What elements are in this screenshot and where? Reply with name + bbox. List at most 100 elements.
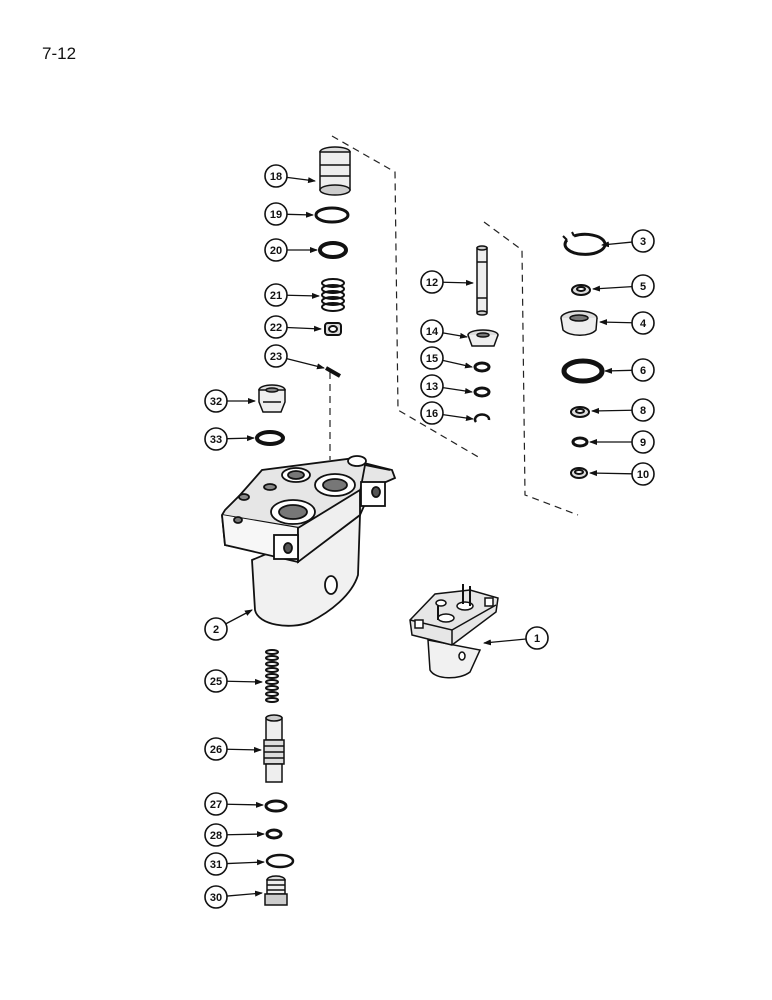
callout-leaders [225, 176, 633, 897]
callout-number: 27 [210, 799, 222, 811]
callout-circle [420, 374, 444, 398]
callout-23-pin: 23 [264, 344, 288, 368]
callout-25-spring: 25 [204, 669, 228, 693]
callout-18-sleeve: 18 [264, 164, 288, 188]
callout-number: 15 [426, 353, 438, 365]
seat-part [467, 329, 499, 347]
callout-circle [204, 737, 228, 761]
callout-32-plug: 32 [204, 389, 228, 413]
o-ring-part [265, 828, 283, 840]
leader-arrow-10 [589, 470, 633, 477]
leader-arrow-19 [286, 211, 314, 218]
leader-arrow-30 [226, 890, 263, 897]
leader-arrow-28 [226, 831, 265, 838]
plug-part [258, 384, 286, 413]
callout-30-plug: 30 [204, 885, 228, 909]
callout-circle [420, 319, 444, 343]
alignment-line-left [329, 135, 481, 460]
callout-21-spring: 21 [264, 283, 288, 307]
callout-circle [204, 617, 228, 641]
callout-4-retainer: 4 [631, 311, 655, 335]
callout-circle [420, 270, 444, 294]
callout-circle [204, 852, 228, 876]
callout-9-seal: 9 [631, 430, 655, 454]
callout-6-o-ring: 6 [631, 358, 655, 382]
callout-28-o-ring: 28 [204, 823, 228, 847]
shaft-part [476, 245, 488, 316]
leader-arrow-26 [226, 746, 262, 753]
callout-number: 20 [270, 245, 282, 257]
spring-part [265, 649, 279, 703]
callout-circle [204, 669, 228, 693]
callout-5-washer: 5 [631, 274, 655, 298]
leader-arrow-14 [442, 332, 468, 339]
callout-number: 6 [640, 365, 646, 377]
callout-number: 28 [210, 830, 222, 842]
callout-circle [631, 430, 655, 454]
callout-circle [631, 274, 655, 298]
sleeve-part [319, 146, 351, 196]
callout-19-ring: 19 [264, 202, 288, 226]
callout-circle [420, 401, 444, 425]
callouts: 1819202122233233225262728313012141513163… [204, 164, 655, 909]
alignment-line-right [483, 221, 579, 516]
callout-10-washer: 10 [631, 462, 655, 486]
callout-circle [204, 823, 228, 847]
leader-arrow-2 [225, 609, 253, 625]
callout-number: 26 [210, 744, 222, 756]
valve-assembly-part [409, 584, 499, 679]
callout-number: 4 [640, 318, 647, 330]
callout-number: 3 [640, 236, 646, 248]
callout-circle [631, 311, 655, 335]
callout-circle [204, 792, 228, 816]
plug-part [264, 875, 288, 906]
leader-arrow-16 [442, 413, 474, 421]
leader-arrow-33 [226, 435, 255, 442]
spool-part [263, 714, 285, 783]
callout-circle [204, 427, 228, 451]
callout-number: 5 [640, 281, 646, 293]
callout-number: 19 [270, 209, 282, 221]
o-ring-part [473, 386, 491, 398]
leader-arrow-6 [604, 367, 633, 374]
callout-number: 8 [640, 405, 646, 417]
leader-arrow-23 [286, 358, 325, 370]
o-ring-part [561, 358, 605, 384]
callout-31-ring: 31 [204, 852, 228, 876]
callout-circle [264, 344, 288, 368]
pin-part [325, 366, 341, 378]
callout-number: 18 [270, 171, 282, 183]
page-number: 7-12 [42, 44, 77, 63]
callout-circle [264, 202, 288, 226]
callout-15-seal: 15 [420, 346, 444, 370]
leader-arrow-22 [286, 325, 322, 332]
ring-part [265, 853, 295, 869]
callout-13-o-ring: 13 [420, 374, 444, 398]
callout-circle [420, 346, 444, 370]
callout-number: 22 [270, 322, 282, 334]
spring-part [321, 278, 345, 312]
leader-arrow-4 [599, 319, 633, 326]
leader-arrow-31 [226, 859, 265, 866]
callout-number: 13 [426, 381, 438, 393]
leader-arrow-5 [592, 285, 633, 292]
callout-27-washer: 27 [204, 792, 228, 816]
leader-arrow-18 [286, 176, 316, 184]
callout-circle [264, 164, 288, 188]
callout-number: 1 [534, 633, 540, 645]
callout-number: 33 [210, 434, 222, 446]
callout-number: 25 [210, 676, 222, 688]
nut-part [324, 322, 342, 336]
callout-circle [631, 462, 655, 486]
callout-8-washer: 8 [631, 398, 655, 422]
leader-arrow-12 [442, 279, 474, 286]
callout-number: 31 [210, 859, 222, 871]
leader-arrow-8 [591, 407, 633, 414]
leader-arrow-25 [226, 678, 263, 685]
callout-2-valve-body: 2 [204, 617, 228, 641]
callout-16-clip: 16 [420, 401, 444, 425]
ring-part [314, 206, 350, 224]
callout-number: 9 [640, 437, 646, 449]
washer-part [570, 467, 588, 479]
leader-arrow-15 [442, 359, 473, 369]
